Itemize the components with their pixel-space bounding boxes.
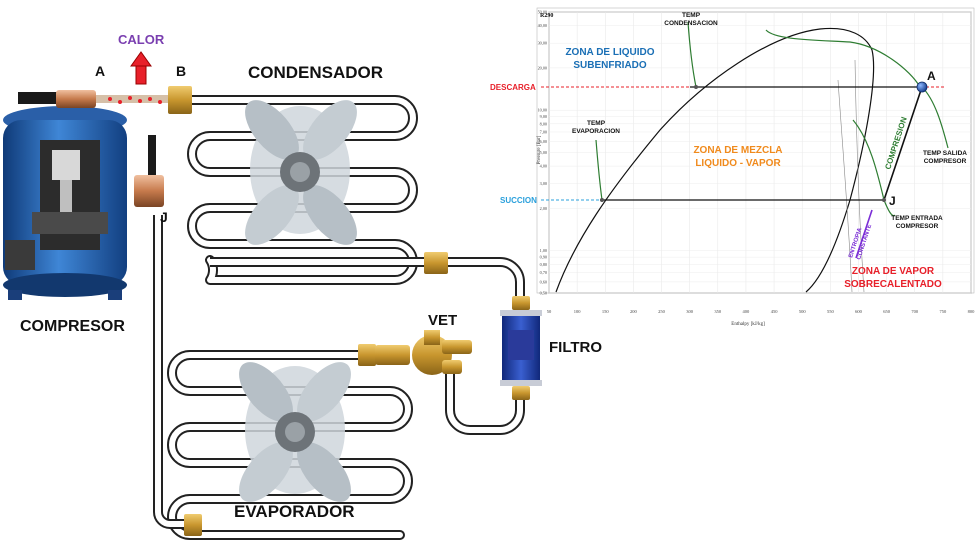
evaporador-label: EVAPORADOR [234,502,355,521]
condenser-fan [245,100,357,245]
ph-y-tick-label: 0,50 [540,291,547,297]
ph-x-tick-label: 300 [686,309,694,314]
ph-y-tick-label: 9,00 [540,114,547,120]
filtro-label: FILTRO [549,339,602,356]
ph-y-tick-label: 1,00 [540,248,547,254]
ph-x-tick-label: 250 [658,309,666,314]
piping [153,95,525,540]
ph-y-tick-label: 20,00 [538,65,547,71]
ph-x-tick-label: 100 [574,309,582,314]
ph-title: R290 [540,13,553,19]
ph-y-tick-label: 6,00 [540,139,547,145]
ph-y-tick-label: 30,00 [538,41,547,47]
compression-path [883,86,923,201]
ph-y-tick-label: 10,00 [538,108,547,114]
compressor [3,90,168,300]
vet-label: VET [428,312,457,329]
ph-x-tick-label: 150 [602,309,610,314]
point-b-label: B [176,63,186,79]
ph-y-tick-label: 7,00 [540,129,547,135]
ph-x-tick-label: 600 [855,309,863,314]
ph-grid [548,11,972,294]
ph-y-tick-label: 5,00 [540,150,547,156]
temp-salida-line2: COMPRESOR [924,158,967,165]
zona-vapor-line1: ZONA DE VAPOR [852,266,935,277]
zona-mezcla-line1: ZONA DE MEZCLA [693,145,782,156]
ph-y-ticks: 0,50 0,60 0,70 0,800,901,00 2,00 3,00 4,00 5,00… [538,10,547,297]
ph-x-tick-label: 450 [771,309,779,314]
ph-y-tick-label: 2,00 [540,206,547,212]
ph-y-tick-label: 0,70 [540,270,547,276]
succion-label: SUCCION [500,196,537,205]
temp-condensacion-line1: TEMP [682,12,701,19]
ph-y-tick-label: 4,00 [540,164,547,170]
heat-dots [108,96,162,104]
ph-x-tick-label: 500 [799,309,807,314]
ph-x-tick-label: 400 [743,309,751,314]
ph-x-tick-label: 700 [911,309,919,314]
brass-fittings [168,86,530,536]
compresor-label: COMPRESOR [20,318,125,335]
filter-drier [500,310,542,386]
zona-mezcla-line2: LIQUIDO - VAPOR [695,158,781,169]
ph-y-tick-label: 0,90 [540,255,547,261]
temp-salida-line1: TEMP SALIDA [923,150,967,157]
zona-liquido-line1: ZONA DE LIQUIDO [565,47,654,58]
ph-y-tick-label: 8,00 [540,121,547,127]
ph-y-tick-label: 0,60 [540,279,547,285]
ph-x-tick-label: 550 [827,309,835,314]
temp-evaporacion-line1: TEMP [587,120,606,127]
expansion-valve [375,330,472,375]
ph-point-j-label: J [889,194,896,208]
ph-x-tick-label: 200 [630,309,638,314]
point-a-label: A [95,63,105,79]
ph-x-tick-label: 750 [939,309,947,314]
point-a-marker [916,81,928,93]
descarga-label: DESCARGA [490,83,536,92]
temp-entrada-line2: COMPRESOR [896,223,939,230]
ph-y-tick-label: 40,00 [538,23,547,29]
ph-x-tick-label: 50 [547,309,552,314]
suction-valve [134,175,164,207]
calor-label: CALOR [118,32,165,47]
temp-condensacion-line2: CONDENSACION [664,20,718,27]
temp-evaporacion-line2: EVAPORACION [572,128,620,135]
ph-x-tick-label: 800 [968,309,976,314]
ph-xlabel: Enthalpy [kJ/kg] [731,322,765,327]
ph-x-tick-label: 650 [883,309,891,314]
evaporator-fan [239,362,351,502]
ph-y-tick-label: 50,00 [538,10,547,16]
temp-entrada-line1: TEMP ENTRADA [891,215,943,222]
condensador-label: CONDENSADOR [248,63,383,82]
zona-vapor-line2: SOBRECALENTADO [844,279,942,290]
point-j-label: J [160,209,168,225]
discharge-valve [56,90,96,108]
ph-x-ticks: 50 100 150 200 250 300 350 400 450 500 550 600 650 70… [547,309,975,314]
ph-x-tick-label: 350 [714,309,722,314]
ph-point-a-label: A [927,69,936,83]
heat-arrow [130,51,152,85]
ph-ylabel: Pressure [Bar] [537,135,542,164]
ph-y-tick-label: 3,00 [540,181,547,187]
ph-diagram: 0,50 0,60 0,70 0,800,901,00 2,00 3,00 4,00 5,00… [490,7,975,327]
ph-y-tick-label: 0,80 [540,262,547,268]
entropy-indicator [855,209,873,259]
zona-liquido-line2: SUBENFRIADO [573,60,647,71]
